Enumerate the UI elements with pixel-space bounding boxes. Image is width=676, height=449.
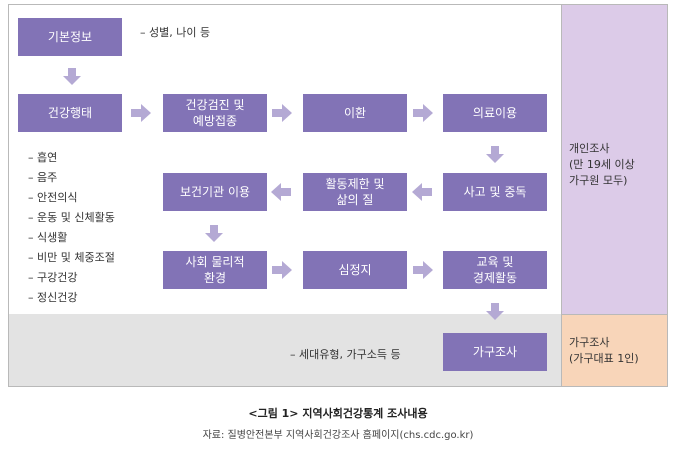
node-medical-use: 의료이용 <box>443 94 547 132</box>
node-education: 교육 및 경제활동 <box>443 251 547 289</box>
list-item: – 구강건강 <box>28 271 78 284</box>
list-item: – 식생활 <box>28 231 68 244</box>
list-item: – 비만 및 체중조절 <box>28 251 115 264</box>
node-health-behavior: 건강행태 <box>18 94 122 132</box>
node-basic-info: 기본정보 <box>18 18 122 56</box>
list-item: – 정신건강 <box>28 291 78 304</box>
node-accident: 사고 및 중독 <box>443 173 547 211</box>
node-environment: 사회 물리적 환경 <box>163 251 267 289</box>
list-item: – 안전의식 <box>28 191 78 204</box>
individual-survey-label: 개인조사 (만 19세 이상 가구원 모두) <box>569 142 635 187</box>
node-activity-limit: 활동제한 및 삶의 질 <box>303 173 407 211</box>
figure-caption: <그림 1> 지역사회건강통계 조사내용 <box>248 407 428 420</box>
list-item: – 운동 및 신체활동 <box>28 211 115 224</box>
node-household-survey: 가구조사 <box>443 333 547 371</box>
household-survey-band <box>561 314 668 387</box>
list-item: – 음주 <box>28 171 58 184</box>
list-item: – 흡연 <box>28 151 58 164</box>
household-survey-label: 가구조사 (가구대표 1인) <box>569 336 639 365</box>
node-mental: 심정지 <box>303 251 407 289</box>
note-basic-info: – 성별, 나이 등 <box>140 26 211 39</box>
individual-survey-band <box>561 4 668 314</box>
node-disease: 이환 <box>303 94 407 132</box>
node-health-center: 보건기관 이용 <box>163 173 267 211</box>
health-behavior-list: – 흡연 – 음주 – 안전의식 – 운동 및 신체활동 – 식생활 – 비만 … <box>28 148 115 308</box>
node-checkup: 건강검진 및 예방접종 <box>163 94 267 132</box>
note-household: – 세대유형, 가구소득 등 <box>290 348 401 361</box>
figure-source: 자료: 질병안전본부 지역사회건강조사 홈페이지(chs.cdc.go.kr) <box>202 430 474 441</box>
